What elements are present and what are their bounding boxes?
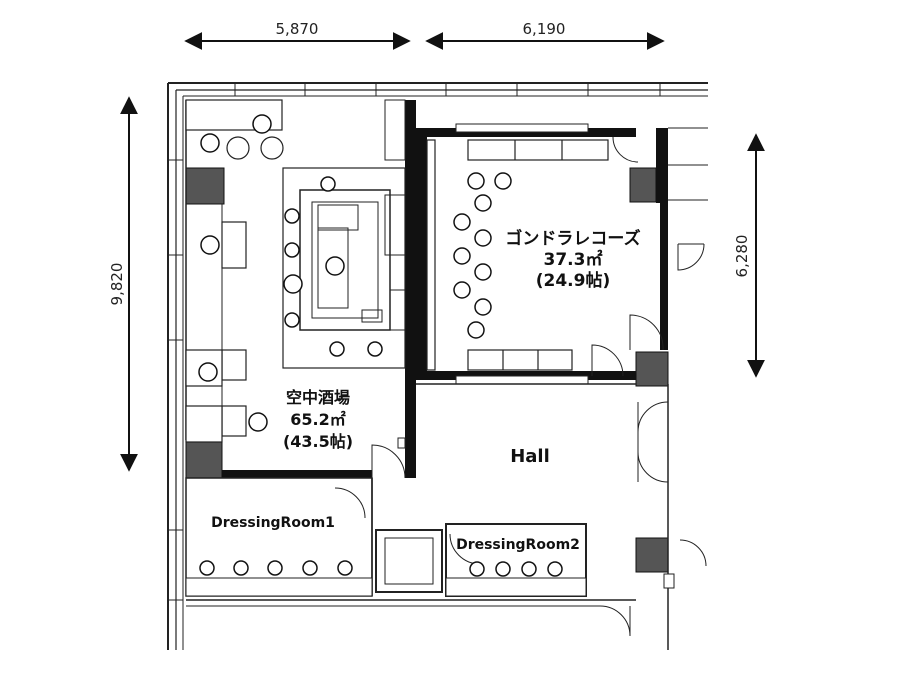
hall-name: Hall xyxy=(510,446,550,467)
column xyxy=(635,537,669,573)
dressing-room-1: DressingRoom1 xyxy=(185,477,373,597)
dimension-lines xyxy=(120,32,765,472)
dressing1-name: DressingRoom1 xyxy=(211,515,335,531)
sky-bar-name: 空中酒場 xyxy=(286,388,350,407)
right-exterior xyxy=(663,127,708,589)
gondola-chairs xyxy=(453,172,512,339)
sky-bar-room: 空中酒場 65.2㎡ (43.5帖) xyxy=(185,99,416,479)
column xyxy=(185,441,223,479)
bar-counter xyxy=(299,189,391,331)
dim-label-top-right: 6,190 xyxy=(523,20,566,38)
hall-area xyxy=(371,383,669,650)
dim-label-left: 9,820 xyxy=(108,263,126,306)
dressing2-name: DressingRoom2 xyxy=(456,537,580,553)
dim-label-right: 6,280 xyxy=(733,235,751,278)
sky-bar-tatami: (43.5帖) xyxy=(283,432,353,451)
sky-bar-area: 65.2㎡ xyxy=(290,410,345,429)
door-swing xyxy=(371,444,406,479)
gondola-tatami: (24.9帖) xyxy=(536,270,610,291)
dim-label-top-left: 5,870 xyxy=(276,20,319,38)
column xyxy=(635,351,669,387)
building-envelope xyxy=(167,82,708,650)
gondola-area: 37.3㎡ xyxy=(544,249,603,270)
column xyxy=(185,167,225,205)
dressing-room-2: DressingRoom2 xyxy=(445,523,587,597)
column xyxy=(629,167,657,203)
tables xyxy=(185,99,284,443)
armchairs xyxy=(198,114,345,432)
gondola-name: ゴンドラレコーズ xyxy=(505,228,640,249)
corridor xyxy=(186,599,636,637)
counter-area xyxy=(282,167,406,369)
storage-box xyxy=(375,529,443,593)
gondola-room: ゴンドラレコーズ 37.3㎡ (24.9帖) xyxy=(416,123,669,573)
